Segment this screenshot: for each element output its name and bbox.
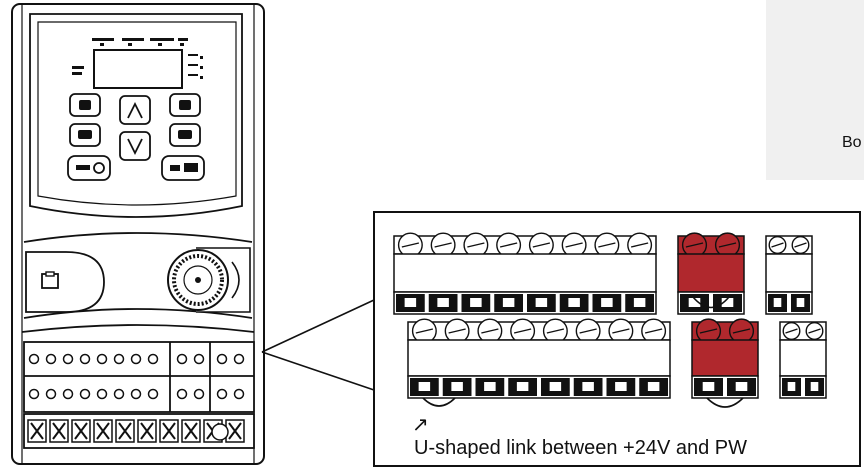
terminal-hole xyxy=(130,388,142,400)
terminal-hole xyxy=(79,388,91,400)
callout-caption: U-shaped link between +24V and PW xyxy=(414,437,747,459)
terminal-hole xyxy=(216,388,228,400)
terminal-screw xyxy=(93,419,113,443)
power-terminal-screws xyxy=(27,419,245,443)
unit-indicators xyxy=(188,54,203,79)
u-link-jumper xyxy=(706,397,744,408)
terminal-hole xyxy=(176,388,188,400)
terminal-hole xyxy=(45,388,57,400)
lcd-display xyxy=(93,49,183,89)
potentiometer-knob-icon xyxy=(167,247,251,313)
terminal-hole xyxy=(62,388,74,400)
terminal-hole xyxy=(79,353,91,365)
side-panel xyxy=(766,0,864,180)
red-terminal-block-top xyxy=(677,232,745,315)
terminal-hole xyxy=(233,353,245,365)
side-panel-text: Bo xyxy=(842,134,862,151)
terminal-hole xyxy=(193,353,205,365)
terminal-hole xyxy=(62,353,74,365)
stop-reset-button[interactable] xyxy=(161,155,205,181)
terminal-screw xyxy=(49,419,69,443)
ethernet-port-icon xyxy=(25,251,105,313)
up-arrow-icon xyxy=(127,101,143,119)
terminal-hole xyxy=(147,353,159,365)
terminal-hole-row-top xyxy=(28,353,245,365)
terminal-hole xyxy=(28,388,40,400)
red-terminal-block-bottom xyxy=(691,318,759,399)
run-icon xyxy=(93,162,105,174)
terminal-screw xyxy=(159,419,179,443)
u-link-jumper xyxy=(692,296,730,309)
relay-terminal-block-bottom xyxy=(779,321,827,399)
ground-screw xyxy=(211,423,229,441)
terminal-hole xyxy=(233,388,245,400)
button-glyphs xyxy=(76,100,198,172)
terminal-screw xyxy=(71,419,91,443)
terminal-hole xyxy=(176,353,188,365)
status-led-labels xyxy=(72,38,188,75)
terminal-hole xyxy=(113,353,125,365)
terminal-hole xyxy=(193,388,205,400)
down-arrow-icon xyxy=(127,138,143,156)
down-button[interactable] xyxy=(119,131,151,161)
terminal-screw xyxy=(181,419,201,443)
middle-section xyxy=(23,232,253,319)
terminal-hole xyxy=(96,388,108,400)
terminal-hole xyxy=(130,353,142,365)
zoomed-terminal-blocks xyxy=(393,232,827,408)
terminal-screw xyxy=(27,419,47,443)
control-terminal-block-bottom xyxy=(407,318,671,399)
callout-pointer xyxy=(261,299,375,391)
link-pointer-arrow-icon: ↗ xyxy=(412,412,429,436)
terminal-hole xyxy=(96,353,108,365)
up-button[interactable] xyxy=(119,95,151,125)
terminal-screw xyxy=(225,419,245,443)
u-link-jumper xyxy=(422,397,456,407)
terminal-hole-row-bottom xyxy=(28,388,245,400)
terminal-hole xyxy=(28,353,40,365)
terminal-hole xyxy=(216,353,228,365)
relay-terminal-block-top xyxy=(765,235,813,315)
terminal-screw xyxy=(137,419,157,443)
terminal-hole xyxy=(113,388,125,400)
terminal-hole xyxy=(45,353,57,365)
control-terminal-block-top xyxy=(393,232,657,315)
terminal-screw xyxy=(115,419,135,443)
terminal-hole xyxy=(147,388,159,400)
